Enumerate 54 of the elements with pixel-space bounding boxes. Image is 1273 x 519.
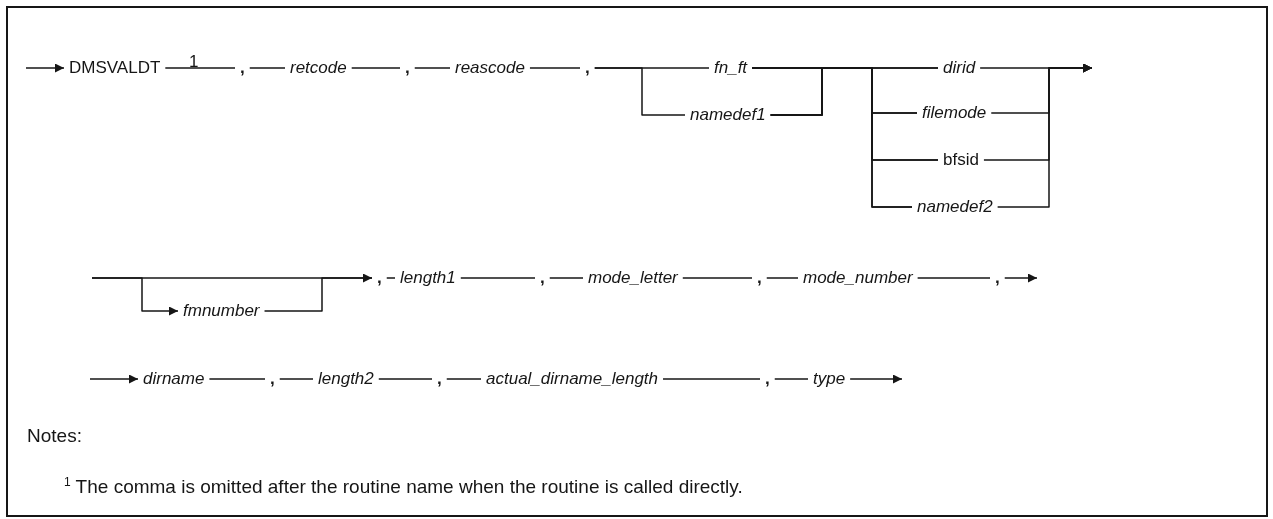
syntax-line (263, 277, 373, 312)
syntax-line (446, 378, 482, 380)
syntax-line (386, 277, 396, 279)
syntax-line (996, 63, 1093, 208)
variable-text: namedef2 (912, 196, 998, 218)
syntax-line (549, 277, 584, 279)
notes-heading: Notes: (27, 425, 82, 447)
comma-separator: , (760, 368, 775, 390)
comma-separator: , (265, 368, 280, 390)
syntax-line (662, 378, 761, 380)
variable-text: type (808, 368, 851, 390)
variable-text: retcode (285, 57, 352, 79)
syntax-line (279, 378, 314, 380)
syntax-line (164, 67, 236, 69)
syntax-line (25, 63, 65, 73)
comma-separator: , (372, 267, 387, 289)
syntax-line (849, 374, 903, 384)
variable-text: dirname (138, 368, 210, 390)
syntax-line (682, 277, 753, 279)
comma-separator: , (990, 267, 1005, 289)
variable-text: fn_ft (709, 57, 753, 79)
syntax-line (249, 67, 286, 69)
footnote-text: $^{1}$ The comma is omitted after the routine name when the routine is called directly. (64, 475, 743, 499)
syntax-line (460, 277, 536, 279)
footnote-number: 1 (189, 52, 199, 72)
keyword-text: DMSVALDT (64, 57, 166, 79)
syntax-line (916, 277, 991, 279)
comma-separator: , (752, 267, 767, 289)
keyword-text: bfsid (938, 149, 984, 171)
comma-separator: , (580, 57, 595, 79)
syntax-line (529, 67, 581, 69)
syntax-line (350, 67, 401, 69)
comma-separator: , (400, 57, 415, 79)
comma-separator: , (535, 267, 550, 289)
comma-separator: , (432, 368, 447, 390)
syntax-line (766, 277, 799, 279)
syntax-line (89, 374, 139, 384)
variable-text: actual_dirname_length (481, 368, 663, 390)
syntax-line (414, 67, 451, 69)
syntax-line (378, 378, 433, 380)
syntax-line (774, 378, 809, 380)
variable-text: filemode (917, 102, 992, 124)
syntax-line (1004, 273, 1038, 283)
variable-text: mode_letter (583, 267, 683, 289)
variable-text: mode_number (798, 267, 918, 289)
comma-separator: , (235, 57, 250, 79)
syntax-line (594, 67, 686, 116)
variable-text: reascode (450, 57, 530, 79)
variable-text: fmnumber (178, 300, 265, 322)
syntax-line (208, 378, 266, 380)
variable-text: length2 (313, 368, 379, 390)
variable-text: namedef1 (685, 104, 771, 126)
variable-text: length1 (395, 267, 461, 289)
variable-text: dirid (938, 57, 981, 79)
